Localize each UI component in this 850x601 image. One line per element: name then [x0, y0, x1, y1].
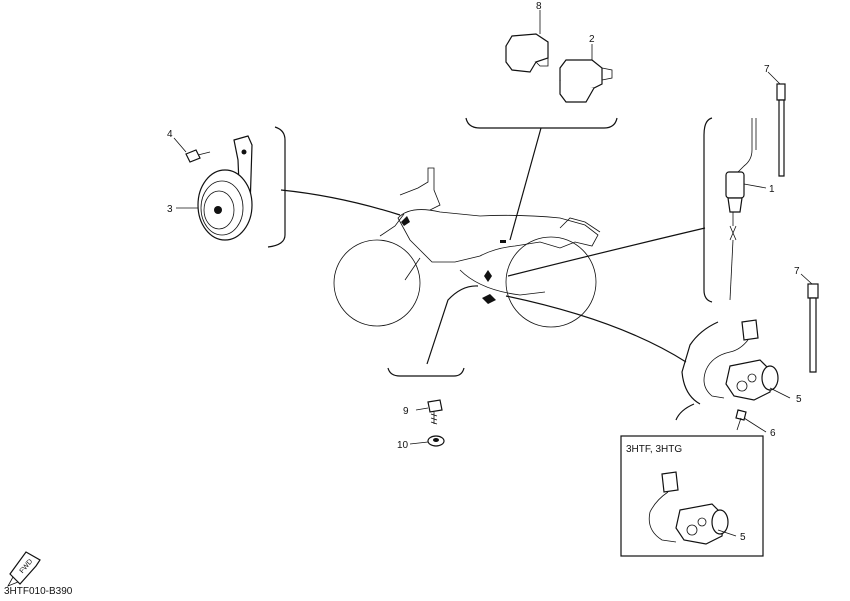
callout-7-lower: 7: [794, 266, 800, 277]
callout-6: 6: [770, 428, 776, 439]
relay-assembly: [505, 33, 613, 103]
callout-3: 3: [167, 204, 173, 215]
callout-10: 10: [397, 440, 409, 451]
figure-code: 3HTF010-B390: [4, 586, 73, 597]
horn-assembly: [185, 135, 253, 241]
callout-2: 2: [589, 34, 595, 45]
sensor-assembly: [703, 319, 779, 431]
bolt-washer: [427, 399, 445, 447]
fwd-arrow-icon: FWD: [7, 551, 41, 587]
group-brackets: [267, 117, 719, 421]
inset-box: [620, 435, 764, 557]
cable-tie-right: [807, 283, 819, 373]
callout-9: 9: [403, 406, 409, 417]
switch-assembly: [725, 83, 786, 301]
callout-numbers: 8 2 7 1 4 3 7 5 6 9 10 5 3HTF, 3HTG: [167, 1, 802, 543]
callout-7-upper: 7: [764, 64, 770, 75]
motorcycle-outline: [333, 167, 601, 328]
callout-leaders: [173, 10, 813, 537]
callout-1: 1: [769, 184, 775, 195]
callout-5: 5: [796, 394, 802, 405]
callout-5-inset: 5: [740, 532, 746, 543]
callout-8: 8: [536, 1, 542, 12]
inset-title: 3HTF, 3HTG: [626, 444, 682, 455]
leader-lines: [280, 127, 706, 365]
callout-4: 4: [167, 129, 173, 140]
